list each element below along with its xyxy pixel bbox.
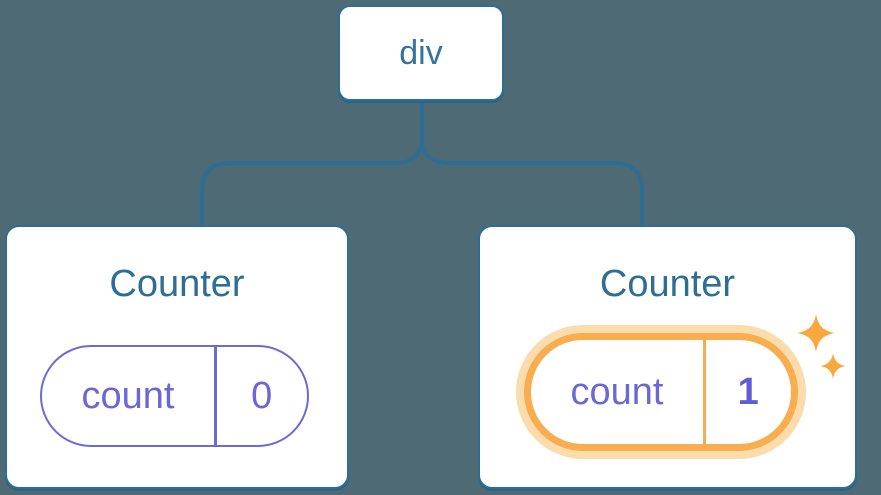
counter-card-left: Counter count 0 [5,225,349,489]
state-pill-highlighted: count 1 [524,333,798,451]
state-pill-divider [214,347,217,445]
connector-left-branch [200,100,424,227]
counter-card-right: Counter count 1 [478,225,857,489]
state-value: 1 [737,370,759,413]
counter-heading: Counter [109,263,245,305]
state-key-label: count [81,374,175,417]
state-value: 0 [251,374,273,417]
counter-heading: Counter [599,263,736,305]
root-node-div: div [338,5,504,101]
connector-right-branch [420,137,644,227]
state-pill: count 0 [40,345,309,447]
state-key-label: count [570,370,664,413]
root-node-label: div [399,34,443,72]
state-pill-divider [703,340,706,444]
